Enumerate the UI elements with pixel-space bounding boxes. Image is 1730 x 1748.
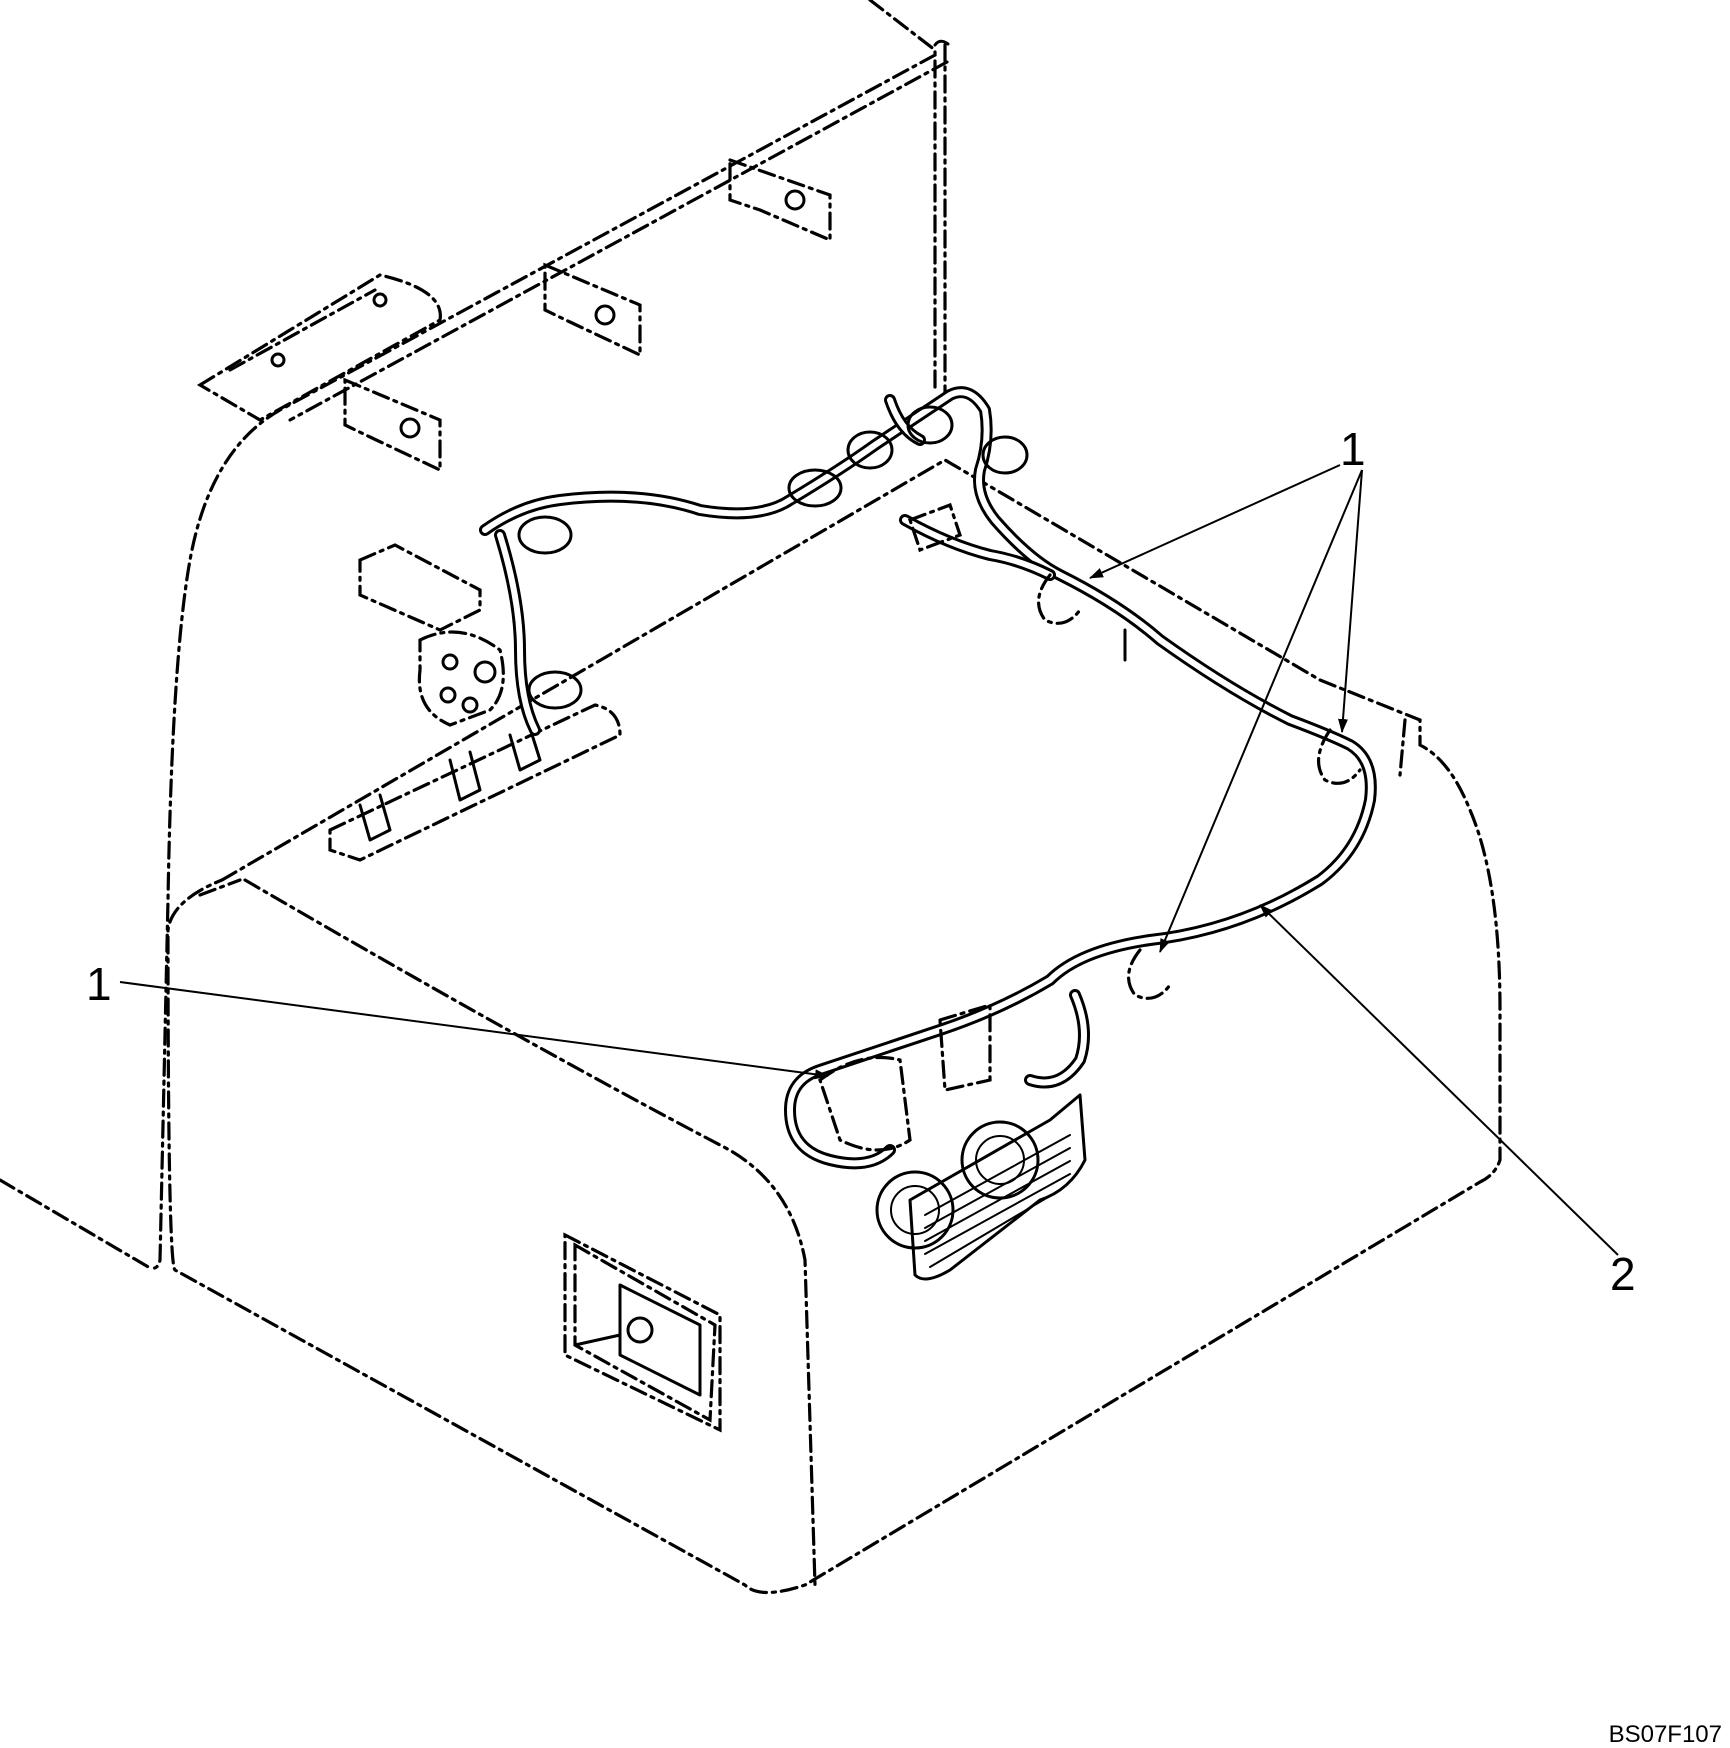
callout-2: 2 bbox=[1610, 1248, 1636, 1300]
wall-bracket-1 bbox=[728, 157, 832, 243]
wall-bracket-2 bbox=[543, 262, 642, 358]
wall-rail bbox=[196, 273, 442, 422]
hood-hinges bbox=[328, 703, 622, 862]
callout-1-left: 1 bbox=[86, 958, 112, 1010]
control-bracket bbox=[358, 543, 505, 727]
leader-lines bbox=[119, 464, 1619, 1256]
figure-code: BS07F107 bbox=[1609, 1721, 1722, 1748]
rear-hood bbox=[166, 458, 1502, 1595]
harness-clips bbox=[517, 405, 1362, 1000]
cab-rear-wall bbox=[0, 0, 950, 1270]
horn-grille bbox=[908, 1093, 1087, 1281]
horn-assembly bbox=[818, 1002, 1040, 1250]
callout-1-top: 1 bbox=[1340, 423, 1366, 475]
wire-harness bbox=[479, 386, 1377, 1170]
side-access-door bbox=[563, 1232, 722, 1433]
wall-bracket-3 bbox=[343, 377, 442, 473]
